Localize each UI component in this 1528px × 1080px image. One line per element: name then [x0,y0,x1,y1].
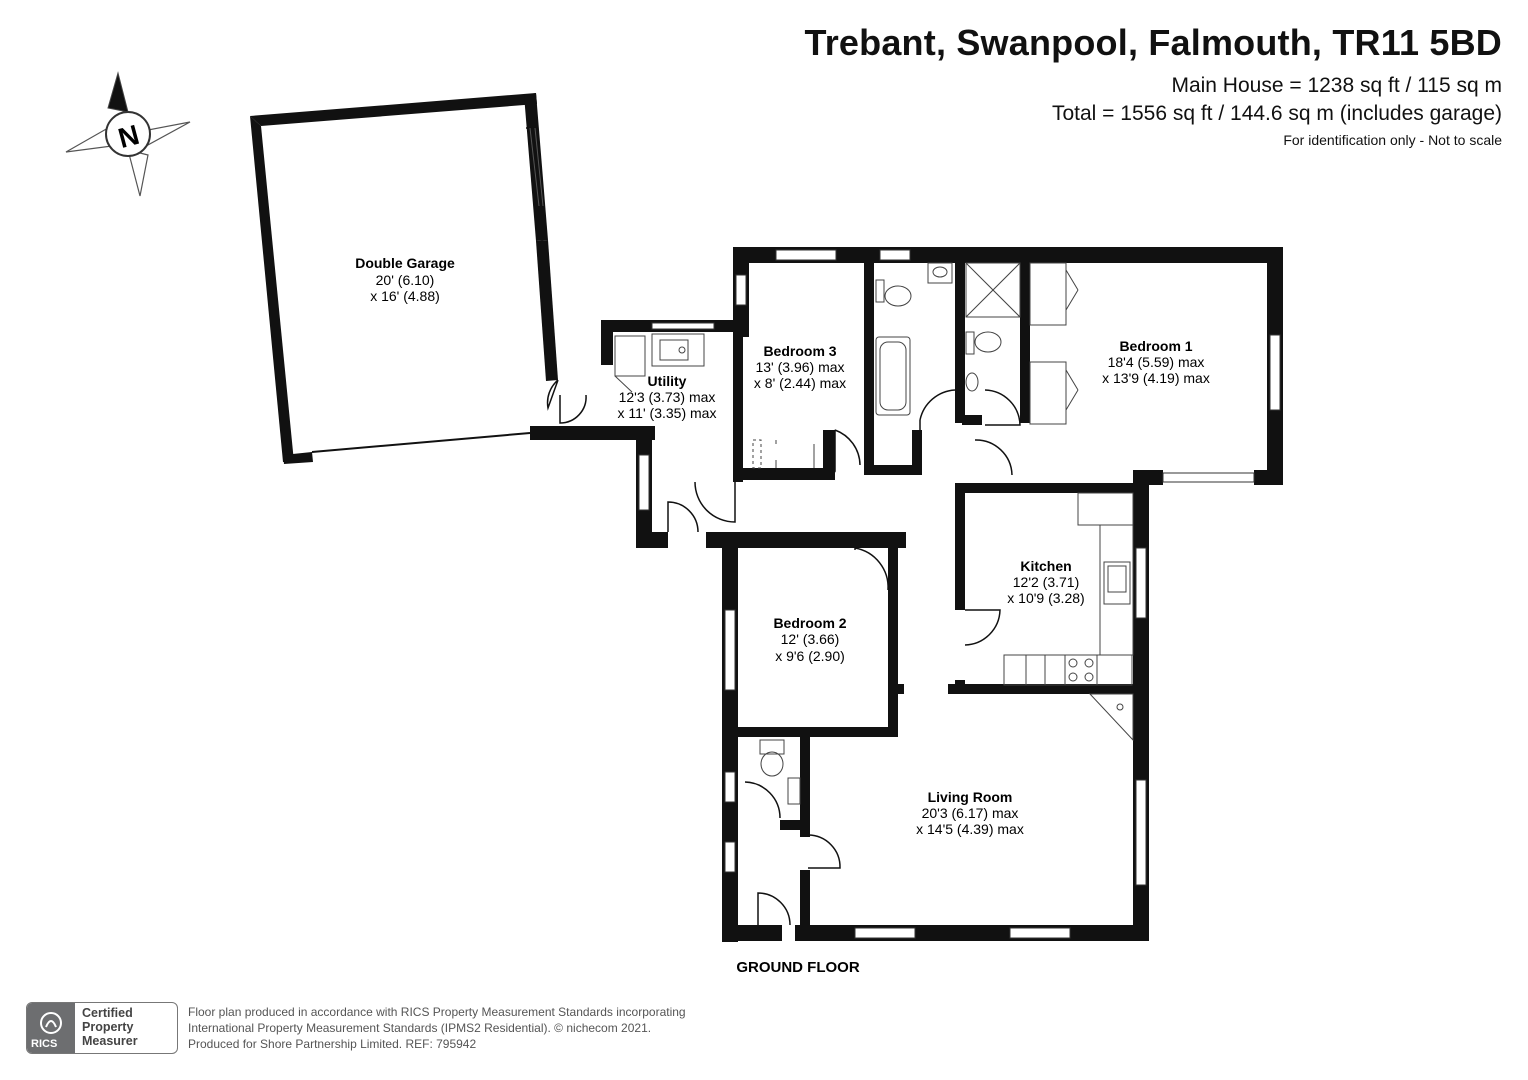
badge-line-3: Measurer [82,1034,138,1048]
label-living-room: Living Room 20'3 (6.17) max x 14'5 (4.39… [916,789,1024,837]
garage-dim1: 20' (6.10) [376,272,435,288]
ensuite-basin-icon [965,372,979,392]
shower-icon [965,262,1021,318]
bedroom1-dim1: 18'4 (5.59) max [1108,354,1205,370]
utility-name: Utility [648,373,687,389]
bedroom3-dim1: 13' (3.96) max [755,359,844,375]
floor-level-label: GROUND FLOOR [736,959,859,976]
garage-walls [250,93,559,464]
property-address-title: Trebant, Swanpool, Falmouth, TR11 5BD [804,22,1502,63]
hob-icon [1064,654,1098,686]
living-name: Living Room [928,789,1013,805]
bedroom1-dim2: x 13'9 (4.19) max [1102,370,1210,386]
bedroom3-name: Bedroom 3 [763,343,836,359]
wardrobe-2 [1029,361,1067,425]
garage-name: Double Garage [355,255,455,271]
living-dim2: x 14'5 (4.39) max [916,821,1024,837]
door-swings [559,389,1021,926]
footer-line-1: Floor plan produced in accordance with R… [188,1005,686,1019]
rics-logo: RICS [27,1003,75,1053]
ensuite-toilet-icon [965,331,975,355]
fixtures [614,262,1134,805]
total-area: Total = 1556 sq ft / 144.6 sq m (include… [1051,102,1502,125]
rics-brand: RICS [31,1038,58,1050]
toilet-icon [875,279,885,303]
kitchen-counter [1099,524,1134,656]
label-bedroom-1: Bedroom 1 18'4 (5.59) max x 13'9 (4.19) … [1102,338,1210,386]
bedroom2-dim2: x 9'6 (2.90) [775,648,845,664]
label-bedroom-3: Bedroom 3 13' (3.96) max x 8' (2.44) max [754,343,846,391]
label-utility: Utility 12'3 (3.73) max x 11' (3.35) max [618,373,717,421]
badge-line-2: Property [82,1020,134,1034]
wardrobe-1 [1029,262,1067,326]
wc-basin-icon [787,777,801,805]
label-bedroom-2: Bedroom 2 12' (3.66) x 9'6 (2.90) [773,615,846,664]
kitchen-dim1: 12'2 (3.71) [1013,574,1080,590]
rics-certified-badge: RICS Certified Property Measurer [26,1002,178,1054]
rics-crest-icon [40,1012,62,1034]
bedroom2-name: Bedroom 2 [773,615,846,631]
scale-disclaimer: For identification only - Not to scale [1283,132,1502,148]
utility-dim2: x 11' (3.35) max [618,405,717,421]
utility-cupboard [614,335,646,377]
wc-toilet-icon [759,739,785,755]
garage-dim2: x 16' (4.88) [370,288,440,304]
main-house-area: Main House = 1238 sq ft / 115 sq m [1171,74,1502,97]
bedroom1-name: Bedroom 1 [1119,338,1192,354]
label-double-garage: Double Garage 20' (6.10) x 16' (4.88) [355,255,455,304]
compass-icon: N [65,71,191,197]
footer-line-2: International Property Measurement Stand… [188,1021,652,1035]
bedroom3-dim2: x 8' (2.44) max [754,375,846,391]
label-kitchen: Kitchen 12'2 (3.71) x 10'9 (3.28) [1007,558,1084,606]
kitchen-sink-icon [1103,561,1131,605]
bath-icon [875,336,911,416]
utility-sink-icon [651,333,705,367]
utility-dim1: 12'3 (3.73) max [619,389,716,405]
kitchen-name: Kitchen [1020,558,1071,574]
bedroom2-dim1: 12' (3.66) [781,631,840,647]
kitchen-dim2: x 10'9 (3.28) [1007,590,1084,606]
chimney-corner [1088,693,1134,742]
living-dim1: 20'3 (6.17) max [922,805,1019,821]
basin-icon [927,262,953,284]
badge-line-1: Certified [82,1006,133,1020]
windows [638,249,1281,939]
footer-line-3: Produced for Shore Partnership Limited. … [188,1037,477,1051]
